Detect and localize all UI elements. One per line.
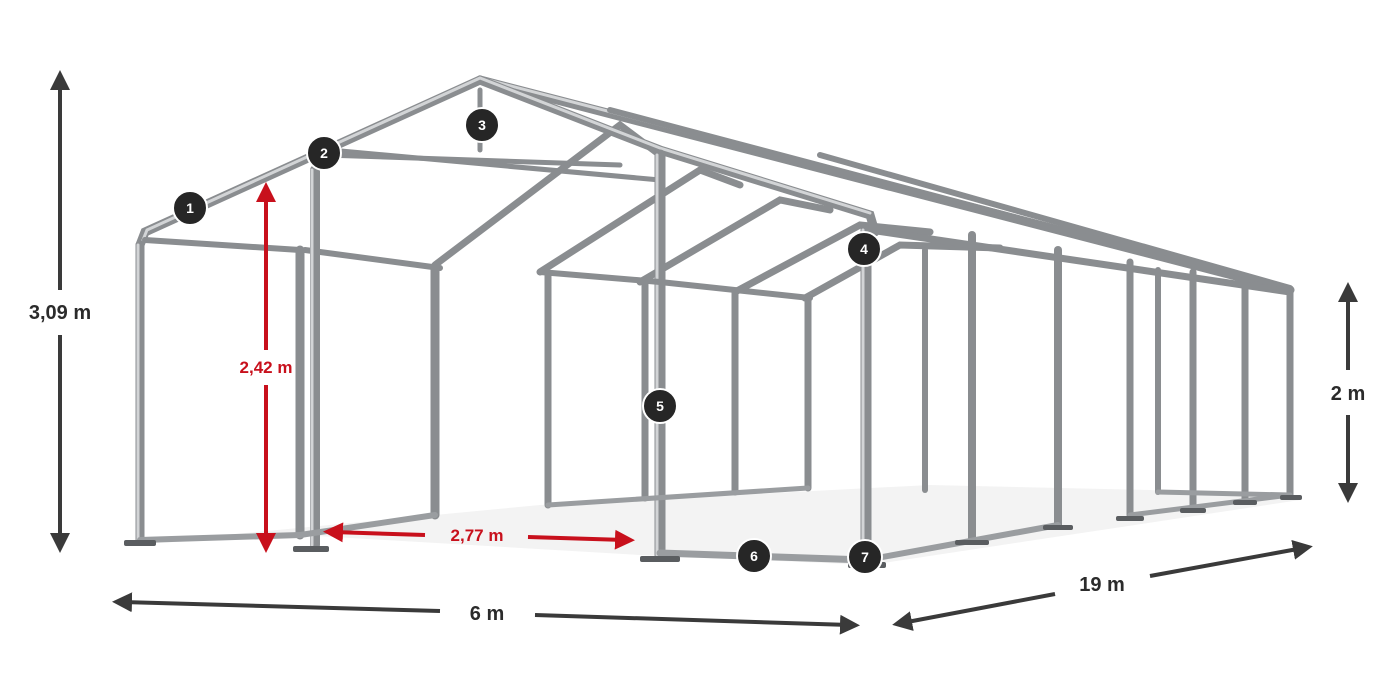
side-height-dimension: 2,42 m <box>240 182 293 553</box>
width-label: 6 m <box>470 603 504 625</box>
length-arrow-left <box>892 592 1056 631</box>
wall-height-dimension: 2 m <box>1331 282 1365 503</box>
length-label: 19 m <box>1079 574 1125 596</box>
badge-4: 4 <box>846 231 882 267</box>
badge-6: 6 <box>736 538 772 574</box>
side-rails <box>537 226 1294 301</box>
badge-2: 2 <box>306 135 342 171</box>
base-plates <box>124 495 1302 568</box>
side-height-label: 2,42 m <box>240 358 293 377</box>
front-gable <box>135 75 880 271</box>
width-arrow-right <box>534 613 860 635</box>
middle-posts <box>544 149 928 566</box>
svg-text:6: 6 <box>750 548 758 564</box>
ridge-beam <box>475 75 1295 295</box>
bay-spacing-label: 2,77 m <box>451 526 504 545</box>
bay-spacing-arrow-left <box>323 522 426 543</box>
svg-text:2: 2 <box>320 145 328 161</box>
total-height-label: 3,09 m <box>29 302 91 324</box>
rear-posts <box>968 231 1294 544</box>
bay-spacing-arrow-right <box>527 529 635 550</box>
svg-text:3: 3 <box>478 117 486 133</box>
length-dimension: 19 m <box>892 539 1313 631</box>
svg-text:4: 4 <box>860 241 868 257</box>
width-arrow-left <box>112 592 441 613</box>
badge-5: 5 <box>642 388 678 424</box>
length-arrow-right <box>1149 539 1313 578</box>
width-dimension: 6 m <box>112 592 860 635</box>
badge-1: 1 <box>172 190 208 226</box>
floor-shadow <box>120 485 1300 565</box>
badge-7: 7 <box>847 539 883 575</box>
front-posts <box>135 165 440 550</box>
svg-text:5: 5 <box>656 398 664 414</box>
badge-3: 3 <box>464 107 500 143</box>
wall-height-label: 2 m <box>1331 383 1365 405</box>
bay-spacing-dimension: 2,77 m <box>323 522 635 550</box>
svg-text:1: 1 <box>186 200 194 216</box>
tent-frame <box>124 75 1302 568</box>
svg-text:7: 7 <box>861 549 869 565</box>
total-height-dimension: 3,09 m <box>29 70 91 553</box>
roof-rafters-far <box>431 120 1004 302</box>
